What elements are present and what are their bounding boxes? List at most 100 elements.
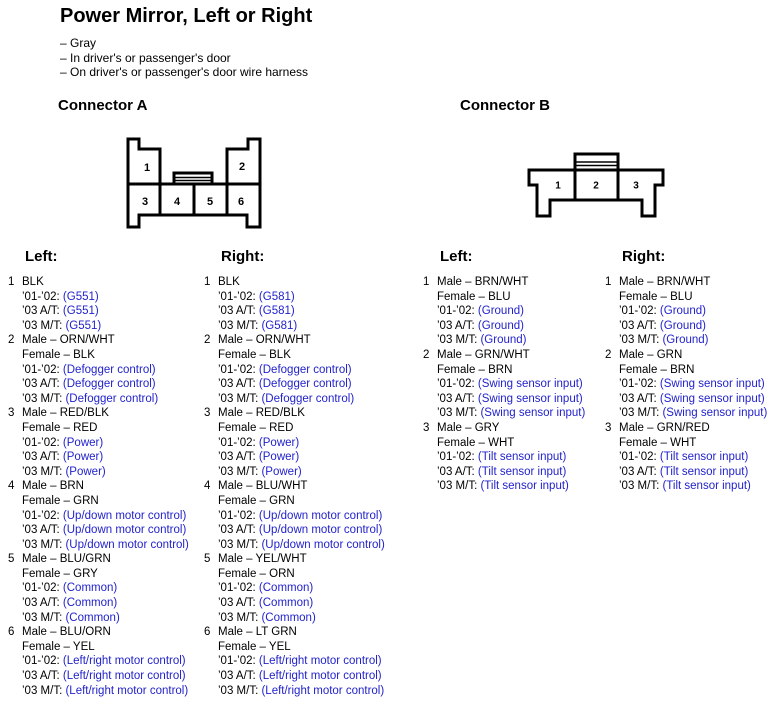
year-label: ’03 M/T: <box>437 334 481 347</box>
wire-color-line: Female – BLK <box>218 348 291 361</box>
year-label: ’03 A/T: <box>218 670 259 683</box>
year-function-line: ’03 A/T: (Common) <box>22 596 213 611</box>
year-label: ’03 A/T: <box>218 451 259 464</box>
connector-b-outline <box>527 152 665 218</box>
function-value: (Defogger control) <box>62 363 156 376</box>
function-value: (Power) <box>261 465 302 478</box>
year-function-line: ’03 A/T: (Swing sensor input) <box>619 392 783 407</box>
connector-a-diagram: 1 2 3 4 5 6 <box>126 137 262 229</box>
wire-color-line: Female – RED <box>22 421 98 434</box>
function-value: (Up/down motor control) <box>62 509 187 522</box>
year-function-line: ’03 M/T: (Ground) <box>619 333 783 348</box>
function-value: (Defogger control) <box>258 363 352 376</box>
pin-label: 1 <box>555 181 561 192</box>
function-value: (Left/right motor control) <box>62 670 186 683</box>
year-function-line: ’03 M/T: (Tilt sensor input) <box>437 479 628 494</box>
year-function-line: ’03 M/T: (Up/down motor control) <box>218 538 409 553</box>
year-function-line: ’03 A/T: (Defogger control) <box>22 377 213 392</box>
year-function-line: ’03 M/T: (Common) <box>218 611 409 626</box>
year-function-line: ’01-’02: (Swing sensor input) <box>619 377 783 392</box>
wire-color-line: Male – LT GRN <box>218 626 297 639</box>
wire-color-line: Female – BLU <box>619 290 693 303</box>
pin-number: 3 <box>8 407 15 420</box>
year-label: ’01-’02: <box>437 305 478 318</box>
function-value: (Up/down motor control) <box>62 524 187 537</box>
function-value: (Up/down motor control) <box>258 509 383 522</box>
function-value: (Tilt sensor input) <box>480 480 569 493</box>
year-label: ’03 A/T: <box>437 392 478 405</box>
year-function-line: ’03 A/T: (Tilt sensor input) <box>437 465 628 480</box>
year-function-line: ’01-’02: (Ground) <box>437 304 628 319</box>
year-function-line: ’03 M/T: (Common) <box>22 611 213 626</box>
wire-color-line: Male – BRN <box>22 480 84 493</box>
wire-color-line: Female – BRN <box>437 363 513 376</box>
year-label: ’01-’02: <box>218 290 259 303</box>
pin-label: 3 <box>633 181 639 192</box>
pin-number: 2 <box>605 348 612 361</box>
note-line: – On driver's or passenger's door wire h… <box>60 65 309 79</box>
function-value: (Left/right motor control) <box>62 655 186 668</box>
year-label: ’01-’02: <box>218 509 259 522</box>
year-label: ’03 A/T: <box>619 319 660 332</box>
function-value: (Up/down motor control) <box>261 538 385 551</box>
year-function-line: ’01-’02: (Tilt sensor input) <box>619 450 783 465</box>
wire-color-line: Male – RED/BLK <box>218 407 305 420</box>
pin-number: 5 <box>204 553 211 566</box>
function-value: (Tilt sensor input) <box>477 451 567 464</box>
year-label: ’03 A/T: <box>22 670 63 683</box>
column-heading: Left: <box>440 248 473 265</box>
wire-color-line: Female – ORN <box>218 567 295 580</box>
function-value: (Common) <box>261 611 316 624</box>
year-label: ’03 A/T: <box>619 392 660 405</box>
wire-color-line: Female – BLK <box>22 348 95 361</box>
wire-color-line: Male – GRN <box>619 348 683 361</box>
year-label: ’03 M/T: <box>22 319 66 332</box>
year-label: ’03 M/T: <box>619 480 663 493</box>
function-value: (G551) <box>62 305 99 318</box>
year-label: ’01-’02: <box>218 655 259 668</box>
pin-number: 1 <box>204 276 211 288</box>
function-value: (Tilt sensor input) <box>659 465 749 478</box>
year-label: ’03 A/T: <box>22 524 63 537</box>
year-label: ’03 A/T: <box>437 465 478 478</box>
function-value: (Common) <box>62 582 118 595</box>
year-function-line: ’01-’02: (Up/down motor control) <box>218 509 409 524</box>
function-value: (Defogger control) <box>65 392 159 405</box>
year-label: ’01-’02: <box>619 451 660 464</box>
year-function-line: ’01-’02: (Swing sensor input) <box>437 377 628 392</box>
pin-number: 4 <box>8 480 15 493</box>
pin-number: 4 <box>204 480 211 493</box>
function-value: (Up/down motor control) <box>258 524 383 537</box>
function-value: (Swing sensor input) <box>477 378 583 391</box>
year-label: ’03 A/T: <box>218 597 259 610</box>
wire-color-line: Female – BLU <box>437 290 511 303</box>
year-label: ’03 M/T: <box>22 611 66 624</box>
year-function-line: ’03 A/T: (Swing sensor input) <box>437 392 628 407</box>
year-function-line: ’03 A/T: (Ground) <box>437 319 628 334</box>
year-function-line: ’03 A/T: (G551) <box>22 304 213 319</box>
year-label: ’03 A/T: <box>619 465 660 478</box>
year-label: ’03 M/T: <box>22 684 66 697</box>
wire-color-line: Male – BLU/GRN <box>22 553 111 566</box>
wire-color-line: Male – BLU/WHT <box>218 480 308 493</box>
function-value: (Left/right motor control) <box>261 684 385 697</box>
wire-color-line: BLK <box>218 276 240 288</box>
pin-label: 3 <box>142 196 148 208</box>
function-value: (Swing sensor input) <box>662 407 768 420</box>
year-label: ’03 A/T: <box>22 597 63 610</box>
pin-label: 4 <box>174 196 181 208</box>
function-value: (G551) <box>62 290 99 303</box>
year-function-line: ’03 M/T: (Tilt sensor input) <box>619 479 783 494</box>
year-function-line: ’03 M/T: (Power) <box>22 465 213 480</box>
